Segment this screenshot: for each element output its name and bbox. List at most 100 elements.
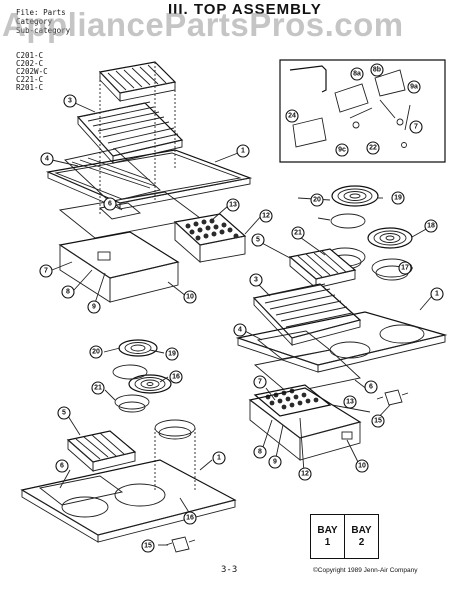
callout-13-top: 13 <box>226 198 240 212</box>
svg-text:21: 21 <box>294 230 302 237</box>
svg-text:18: 18 <box>427 223 435 230</box>
callout-17-right: 17 <box>398 261 412 275</box>
svg-text:8a: 8a <box>353 71 361 78</box>
model-c202w: C202W-C <box>16 67 48 76</box>
svg-text:1: 1 <box>435 291 439 298</box>
callout-9-top: 9 <box>87 300 101 314</box>
cooktop-frame-1-right <box>235 311 448 373</box>
svg-text:7: 7 <box>44 268 48 275</box>
callout-6-bottom: 6 <box>55 459 69 473</box>
bay-1-number: 1 <box>324 537 331 548</box>
callout-19-bottom: 19 <box>165 347 179 361</box>
svg-text:3: 3 <box>68 98 72 105</box>
callout-8a: 8b <box>370 63 384 77</box>
callout-6-right: 6 <box>364 380 378 394</box>
svg-text:6: 6 <box>60 463 64 470</box>
callout-4-top: 4 <box>40 152 54 166</box>
svg-text:9a: 9a <box>410 84 418 91</box>
burner-coil-18 <box>367 227 413 249</box>
trim-ring-20 <box>330 213 366 229</box>
grill-cartridge-top-left <box>98 61 177 103</box>
callout-9c: 9c <box>335 143 349 157</box>
callout-1-right: 1 <box>430 287 444 301</box>
callout-7-inset: 7 <box>409 120 423 134</box>
callout-12-right: 12 <box>298 467 312 481</box>
page-title: III. TOP ASSEMBLY <box>168 1 322 18</box>
svg-text:22: 22 <box>369 145 377 152</box>
svg-text:17: 17 <box>401 265 409 272</box>
svg-text:5: 5 <box>62 410 66 417</box>
callout-8-top: 8 <box>61 285 75 299</box>
svg-text:15: 15 <box>144 543 152 550</box>
page-number: 3-3 <box>221 565 238 575</box>
callout-24: 24 <box>285 109 299 123</box>
svg-text:20: 20 <box>92 349 100 356</box>
callout-15-right: 15 <box>371 414 385 428</box>
drip-bowl-16-bottom <box>154 419 196 490</box>
receptacle-15-bottom <box>165 536 196 553</box>
svg-text:9: 9 <box>273 459 277 466</box>
copyright-text: ©Copyright 1989 Jenn-Air Company <box>313 567 418 574</box>
svg-text:15: 15 <box>374 418 382 425</box>
svg-text:4: 4 <box>238 327 242 334</box>
callout-10-right: 10 <box>355 459 369 473</box>
callout-20-right: 20 <box>310 193 324 207</box>
callout-21-right: 21 <box>291 226 305 240</box>
svg-text:12: 12 <box>301 471 309 478</box>
header-category-line: Category <box>16 17 53 26</box>
callout-1-top: 1 <box>236 144 250 158</box>
svg-text:5: 5 <box>256 237 260 244</box>
callout-10-top: 10 <box>183 290 197 304</box>
callout-18-right: 18 <box>424 219 438 233</box>
drip-pan-6-right <box>253 349 361 394</box>
burner-box-10 <box>58 231 180 303</box>
callout-6-top: 6 <box>103 197 117 211</box>
grill-cartridge-5-bottom <box>66 430 137 472</box>
svg-text:13: 13 <box>346 399 354 406</box>
svg-text:3: 3 <box>254 277 258 284</box>
svg-text:4: 4 <box>45 156 49 163</box>
svg-text:10: 10 <box>186 294 194 301</box>
model-c201: C201-C <box>16 51 44 60</box>
model-c221: C221-C <box>16 75 44 84</box>
bay-2-label: BAY <box>351 525 372 536</box>
drip-bowl-21-bottom <box>114 394 150 413</box>
bay-1-box: BAY 1 <box>310 514 345 559</box>
cooktop-frame-1 <box>45 149 253 210</box>
callout-8b: 8a <box>350 67 364 81</box>
svg-text:20: 20 <box>313 197 321 204</box>
svg-text:8: 8 <box>258 449 262 456</box>
callout-3-right: 3 <box>249 273 263 287</box>
svg-text:24: 24 <box>288 113 296 120</box>
svg-text:13: 13 <box>229 202 237 209</box>
grill-grate-3 <box>76 101 184 165</box>
svg-text:1: 1 <box>217 455 221 462</box>
svg-text:9c: 9c <box>338 147 346 154</box>
callout-5-right: 5 <box>251 233 265 247</box>
svg-text:6: 6 <box>369 384 373 391</box>
svg-text:1: 1 <box>241 148 245 155</box>
svg-text:7: 7 <box>258 379 262 386</box>
callout-16-bottom-upper: 16 <box>169 370 183 384</box>
callout-21-bottom: 21 <box>91 381 105 395</box>
receptacle-15-right <box>376 389 409 406</box>
header-file-line: File: Parts <box>16 8 66 17</box>
callout-22: 22 <box>366 141 380 155</box>
callout-20-bottom: 20 <box>89 345 103 359</box>
bay-1-label: BAY <box>317 525 338 536</box>
exploded-guide-lines <box>99 62 176 215</box>
callout-16-bottom-lower: 16 <box>183 511 197 525</box>
trim-ring-20-bottom <box>112 364 148 380</box>
svg-text:6: 6 <box>108 201 112 208</box>
bay-2-box: BAY 2 <box>344 514 379 559</box>
callout-7-right: 7 <box>253 375 267 389</box>
svg-text:21: 21 <box>94 385 102 392</box>
svg-text:19: 19 <box>168 351 176 358</box>
svg-text:8b: 8b <box>373 67 381 74</box>
callout-7-top: 7 <box>39 264 53 278</box>
svg-text:16: 16 <box>172 374 180 381</box>
svg-text:10: 10 <box>358 463 366 470</box>
